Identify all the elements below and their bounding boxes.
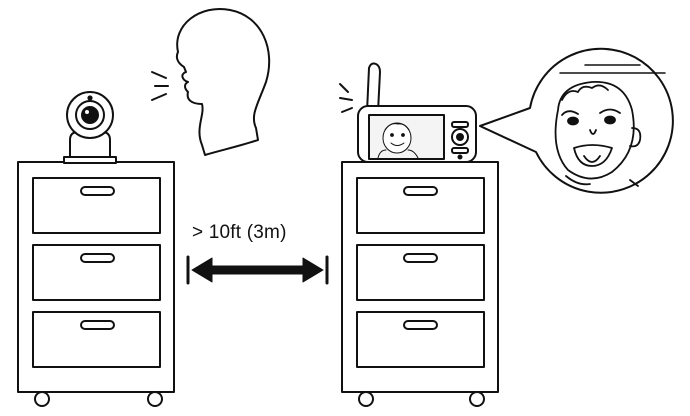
right-drawer-handle-2: [403, 253, 438, 263]
arrow-shaft: [191, 257, 324, 283]
camera-foot: [63, 156, 117, 164]
baby-mouth: [573, 144, 613, 167]
baby-face-speech-bubble-icon: [479, 47, 674, 194]
monitor-wave-1: [339, 83, 349, 93]
left-cabinet-icon: [17, 161, 175, 407]
baby-hand-mark: [629, 179, 639, 187]
left-drawer-handle-3: [80, 320, 115, 330]
bubble-baby-face: [554, 81, 642, 187]
left-cabinet-wheel-1: [34, 391, 50, 407]
baby-ear: [629, 127, 642, 148]
person-head: [175, 7, 271, 156]
monitor-button-bottom: [451, 147, 469, 154]
person-speaking-icon: [175, 7, 271, 156]
right-drawer-handle-1: [403, 186, 438, 196]
camera-lens-glint: [85, 110, 89, 114]
baby-brow-right: [599, 108, 621, 114]
right-cabinet-icon: [341, 161, 499, 407]
baby-eye-right: [604, 115, 616, 125]
left-drawer-handle-1: [80, 186, 115, 196]
baby-hair: [561, 84, 609, 101]
monitor-sound-waves-icon: [339, 83, 353, 113]
baby-tongue: [583, 155, 601, 163]
monitor-mic: [457, 154, 463, 160]
left-cabinet-wheel-2: [147, 391, 163, 407]
distance-label: > 10ft (3m): [192, 222, 287, 243]
right-cabinet-wheel-1: [358, 391, 374, 407]
monitor-wave-2: [339, 97, 353, 101]
baby-eye-left: [567, 116, 579, 126]
baby-nose: [589, 129, 597, 135]
right-drawer-handle-3: [403, 320, 438, 330]
monitor-button-top: [451, 121, 469, 128]
camera-lens: [81, 106, 99, 124]
right-cabinet-wheel-2: [469, 391, 485, 407]
left-cabinet-drawer-3: [32, 311, 161, 368]
left-drawer-handle-2: [80, 253, 115, 263]
parent-monitor-icon: [357, 62, 477, 163]
baby-camera-icon: [63, 91, 117, 164]
sound-wave-3: [151, 93, 167, 101]
monitor-antenna: [366, 62, 381, 113]
monitor-wave-3: [341, 107, 353, 113]
monitor-dpad-center: [456, 133, 464, 141]
camera-sensor: [87, 95, 93, 101]
baby-chin: [565, 175, 591, 186]
sound-wave-1: [151, 71, 167, 79]
monitor-screen-baby-face: [377, 122, 419, 159]
double-arrow-icon: [186, 255, 329, 285]
baby-brow-left: [561, 110, 579, 116]
sound-waves-icon: [151, 71, 169, 101]
